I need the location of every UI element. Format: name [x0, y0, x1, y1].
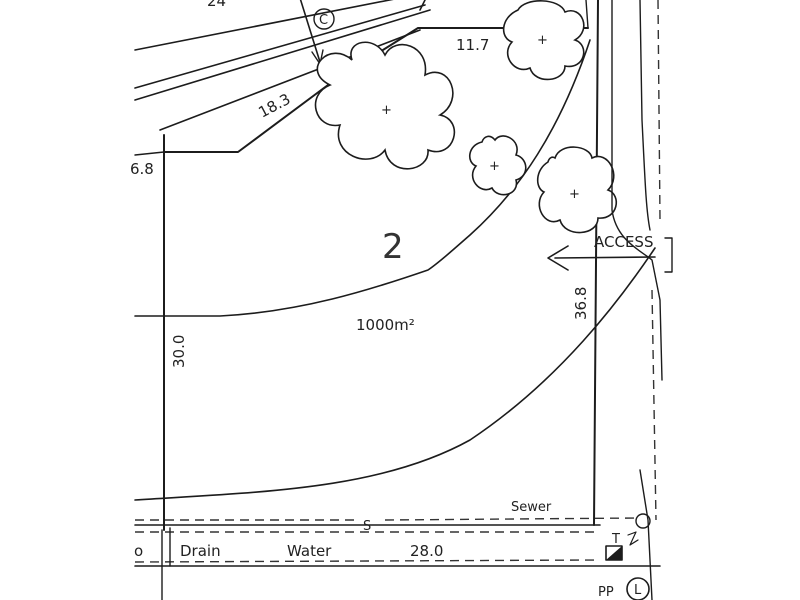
- contour-lines: [134, 39, 656, 501]
- tree-right: +: [536, 146, 618, 234]
- side-dimension: 30.0: [170, 335, 188, 368]
- lot-number: 2: [382, 227, 404, 267]
- drain-label: Drain: [180, 542, 221, 560]
- tree-large: +: [314, 41, 456, 170]
- pit-marker: T: [611, 532, 620, 547]
- frontage-dimension: 36.8: [572, 287, 590, 320]
- access-arrow: [547, 245, 656, 271]
- tree-center-mark: +: [381, 103, 392, 118]
- top-boundary-dimension: 11.7: [456, 36, 489, 54]
- sewer-line-marker: S: [363, 519, 371, 534]
- light-pole-circle: [626, 577, 650, 600]
- road-services: [134, 517, 661, 600]
- tree-center-mark: +: [569, 187, 580, 202]
- easement-mark-label: C: [319, 13, 328, 28]
- tree-top-right: +: [502, 0, 585, 81]
- partial-left-dimension: 6.8: [130, 160, 154, 178]
- diagonal-boundary-dimension: 18.3: [255, 90, 293, 122]
- tree-small: +: [469, 135, 527, 196]
- access-label: ACCESS: [594, 233, 653, 251]
- pp-label: PP: [598, 585, 614, 600]
- right-verge: [611, 0, 673, 600]
- light-pole-label: L: [634, 583, 642, 598]
- water-label: Water: [287, 542, 332, 560]
- utility-markers: [605, 513, 651, 600]
- tree-center-mark: +: [537, 33, 548, 48]
- service-partial-label: o: [134, 542, 143, 560]
- road-dimension: 28.0: [410, 542, 443, 560]
- partial-top-dimension: 24: [207, 0, 226, 10]
- tree-center-mark: +: [489, 159, 500, 174]
- lot-area: 1000m²: [356, 316, 415, 334]
- sewer-label: Sewer: [511, 500, 552, 515]
- sewer-manhole: [635, 513, 651, 529]
